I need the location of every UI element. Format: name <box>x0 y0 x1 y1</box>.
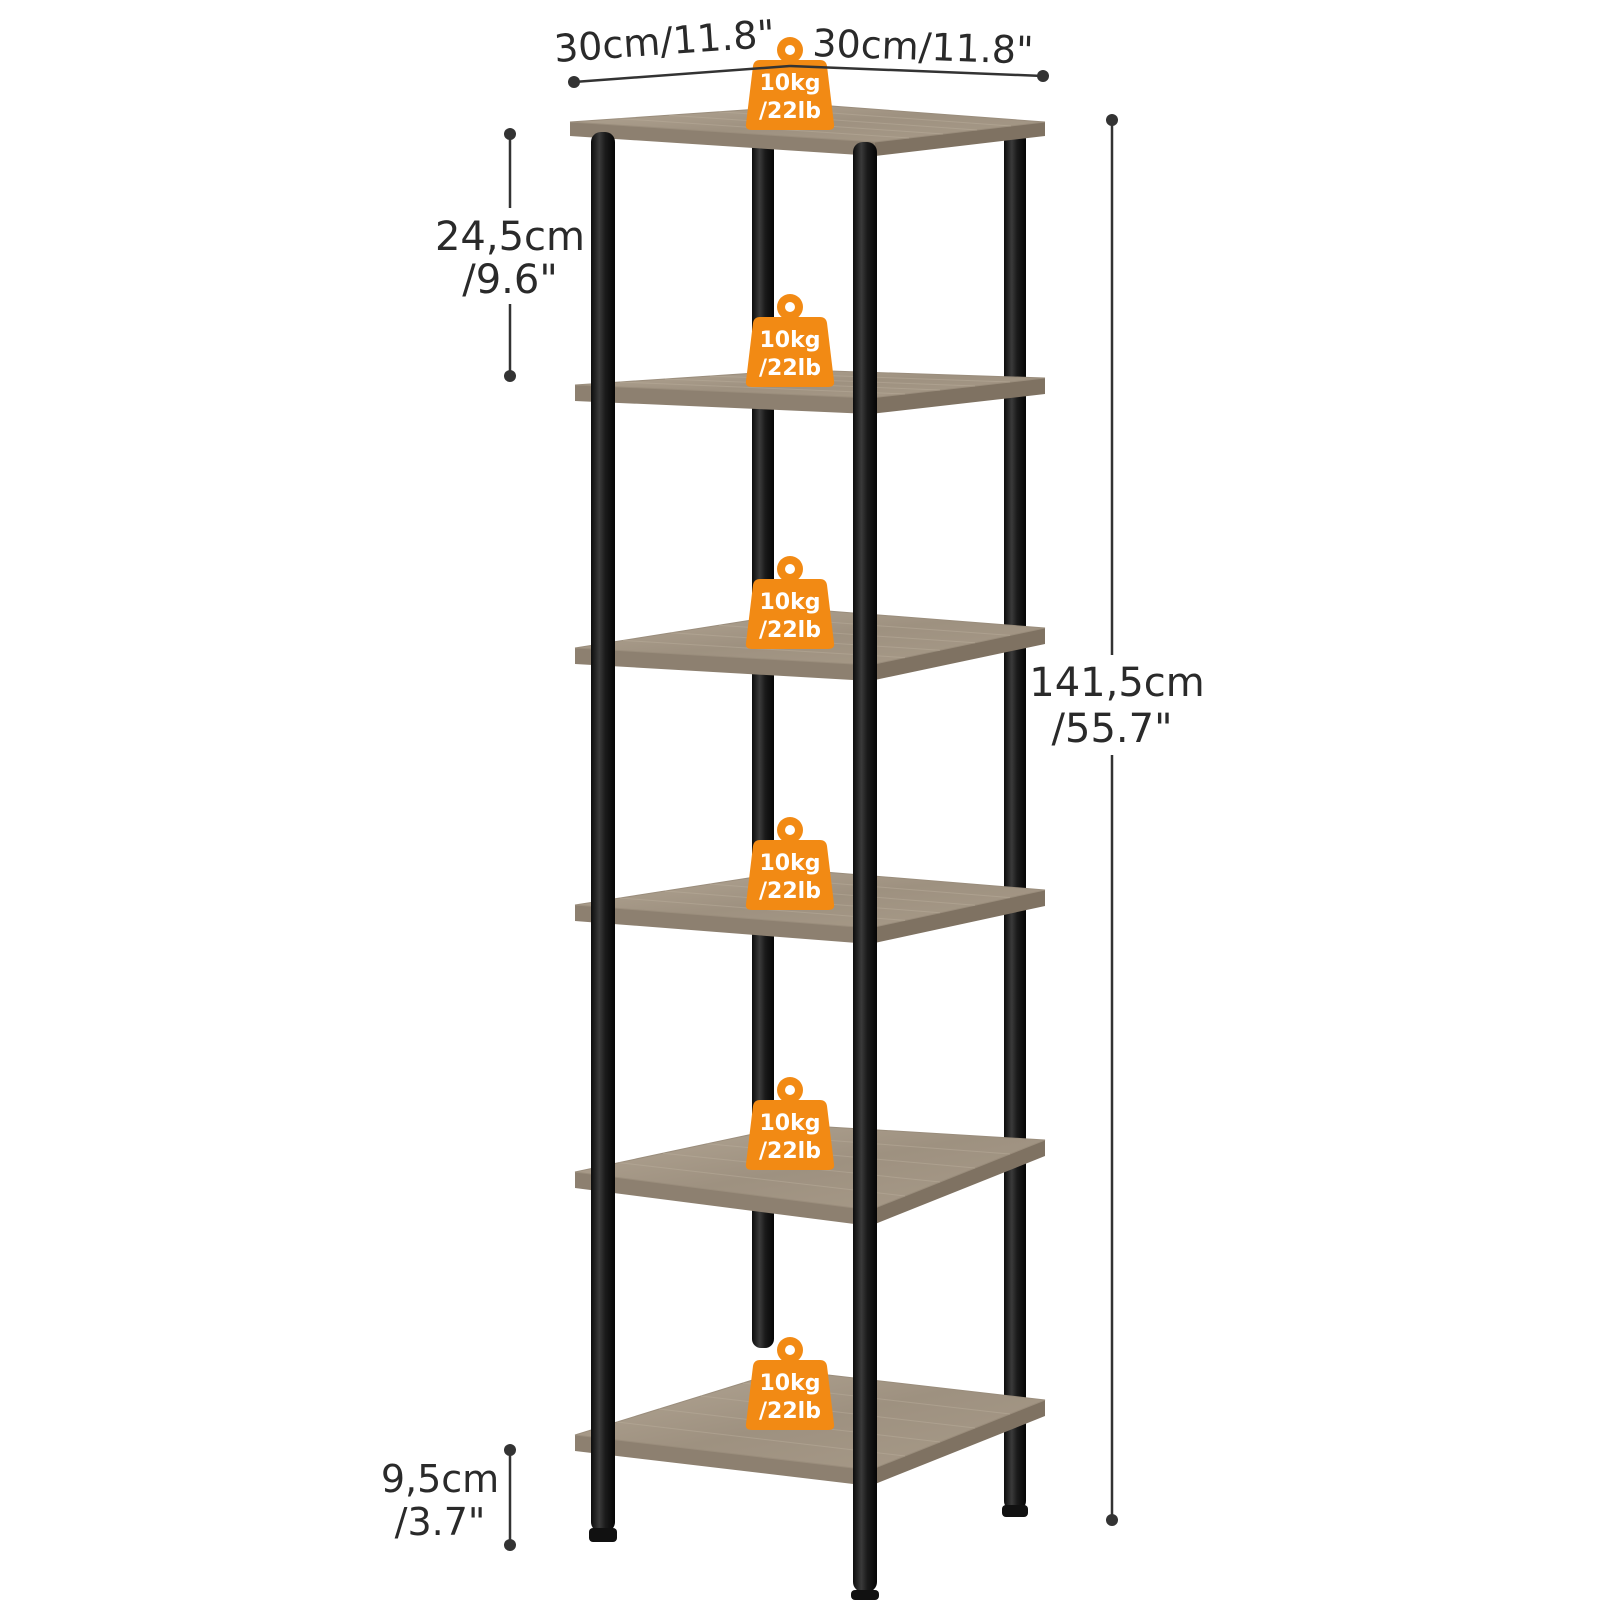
width-dimension-dot-right <box>1037 70 1049 82</box>
shelf-side-edge <box>870 378 1045 414</box>
shelf-group <box>569 104 1046 1486</box>
load-badge-weight-icon: 10kg/22lb <box>745 1337 835 1430</box>
foot-pad-left <box>589 1528 617 1542</box>
badge-ring-hole <box>785 564 795 574</box>
shelf-side-edge <box>870 1140 1045 1226</box>
badge-weight-kg: 10kg <box>760 71 821 96</box>
badge-weight-kg: 10kg <box>760 851 821 876</box>
badge-weight-kg: 10kg <box>760 590 821 615</box>
shelf-front-edge <box>575 385 870 414</box>
shelf-gap-dot-bottom <box>504 370 516 382</box>
badge-body <box>745 60 835 130</box>
shelf-gap-label-in: /9.6" <box>462 257 558 303</box>
shelf-side-edge <box>870 628 1045 681</box>
foot-pad-right <box>851 1590 879 1600</box>
shelf-side-edge <box>870 1400 1045 1486</box>
badge-weight-lb: /22lb <box>759 1399 821 1424</box>
shelf-front-edge <box>575 1172 870 1226</box>
badge-ring-hole <box>785 1345 795 1355</box>
leg-height-dot-bottom <box>504 1539 516 1551</box>
total-height-dot-bottom <box>1106 1514 1118 1526</box>
leg-height-label-in: /3.7" <box>395 1500 486 1544</box>
badge-weight-lb: /22lb <box>759 618 821 643</box>
width-dimension-line-right <box>789 64 1044 78</box>
badge-body <box>745 317 835 387</box>
badge-weight-lb: /22lb <box>759 356 821 381</box>
total-height-label-bg <box>1040 655 1190 755</box>
width-label-left: 30cm/11.8" <box>553 12 777 71</box>
load-badge-weight-icon: 10kg/22lb <box>745 37 835 130</box>
total-height-dot-top <box>1106 114 1118 126</box>
leg-height-label-cm: 9,5cm <box>381 1457 499 1501</box>
badge-body <box>745 1100 835 1170</box>
shelf-gap-label-bg <box>428 208 588 304</box>
badge-body <box>745 840 835 910</box>
load-badge-weight-icon: 10kg/22lb <box>745 817 835 910</box>
badge-body <box>745 579 835 649</box>
shelf-side-edge <box>870 890 1045 944</box>
shelf-side-edge <box>875 122 1045 156</box>
total-height-label-in: /55.7" <box>1052 706 1173 752</box>
width-dimension-dot-left <box>568 76 580 88</box>
front-legs <box>589 132 1028 1600</box>
leg-front-right <box>853 142 877 1592</box>
badge-weight-lb: /22lb <box>759 99 821 124</box>
width-dimension-line-left <box>573 64 791 84</box>
shelf-gap-label-cm: 24,5cm <box>435 214 585 260</box>
badge-ring-hole <box>785 825 795 835</box>
leg-front-left <box>591 132 615 1532</box>
badge-ring-hole <box>785 302 795 312</box>
badge-weight-lb: /22lb <box>759 879 821 904</box>
badge-weight-kg: 10kg <box>760 1371 821 1396</box>
leg-height-dimension: 9,5cm /3.7" <box>381 1444 516 1551</box>
shelf-front-edge <box>570 122 875 156</box>
badge-body <box>745 1360 835 1430</box>
load-badge-weight-icon: 10kg/22lb <box>745 1077 835 1170</box>
badge-weight-kg: 10kg <box>760 1111 821 1136</box>
shelf-front-edge <box>575 905 870 944</box>
leg-height-dot-top <box>504 1444 516 1456</box>
shelf-front-edge <box>575 648 870 681</box>
load-badge-group: 10kg/22lb10kg/22lb10kg/22lb10kg/22lb10kg… <box>745 37 835 1430</box>
badge-weight-kg: 10kg <box>760 328 821 353</box>
shelf-gap-dot-top <box>504 128 516 140</box>
load-badge-weight-icon: 10kg/22lb <box>745 294 835 387</box>
load-badge-weight-icon: 10kg/22lb <box>745 556 835 649</box>
badge-ring-hole <box>785 45 795 55</box>
wood-grain-line <box>700 1395 976 1429</box>
badge-ring-hole <box>785 1085 795 1095</box>
shelf-gap-dimension: 24,5cm /9.6" <box>428 128 588 382</box>
badge-weight-lb: /22lb <box>759 1139 821 1164</box>
leg-back-right <box>1004 130 1026 1510</box>
total-height-label-cm: 141,5cm <box>1029 660 1204 706</box>
foot-pad-back <box>1002 1505 1028 1517</box>
total-height-dimension: 141,5cm /55.7" <box>1029 114 1205 1526</box>
leg-back-left <box>752 138 774 1348</box>
width-label-right: 30cm/11.8" <box>812 21 1035 73</box>
shelf-front-edge <box>575 1435 870 1486</box>
